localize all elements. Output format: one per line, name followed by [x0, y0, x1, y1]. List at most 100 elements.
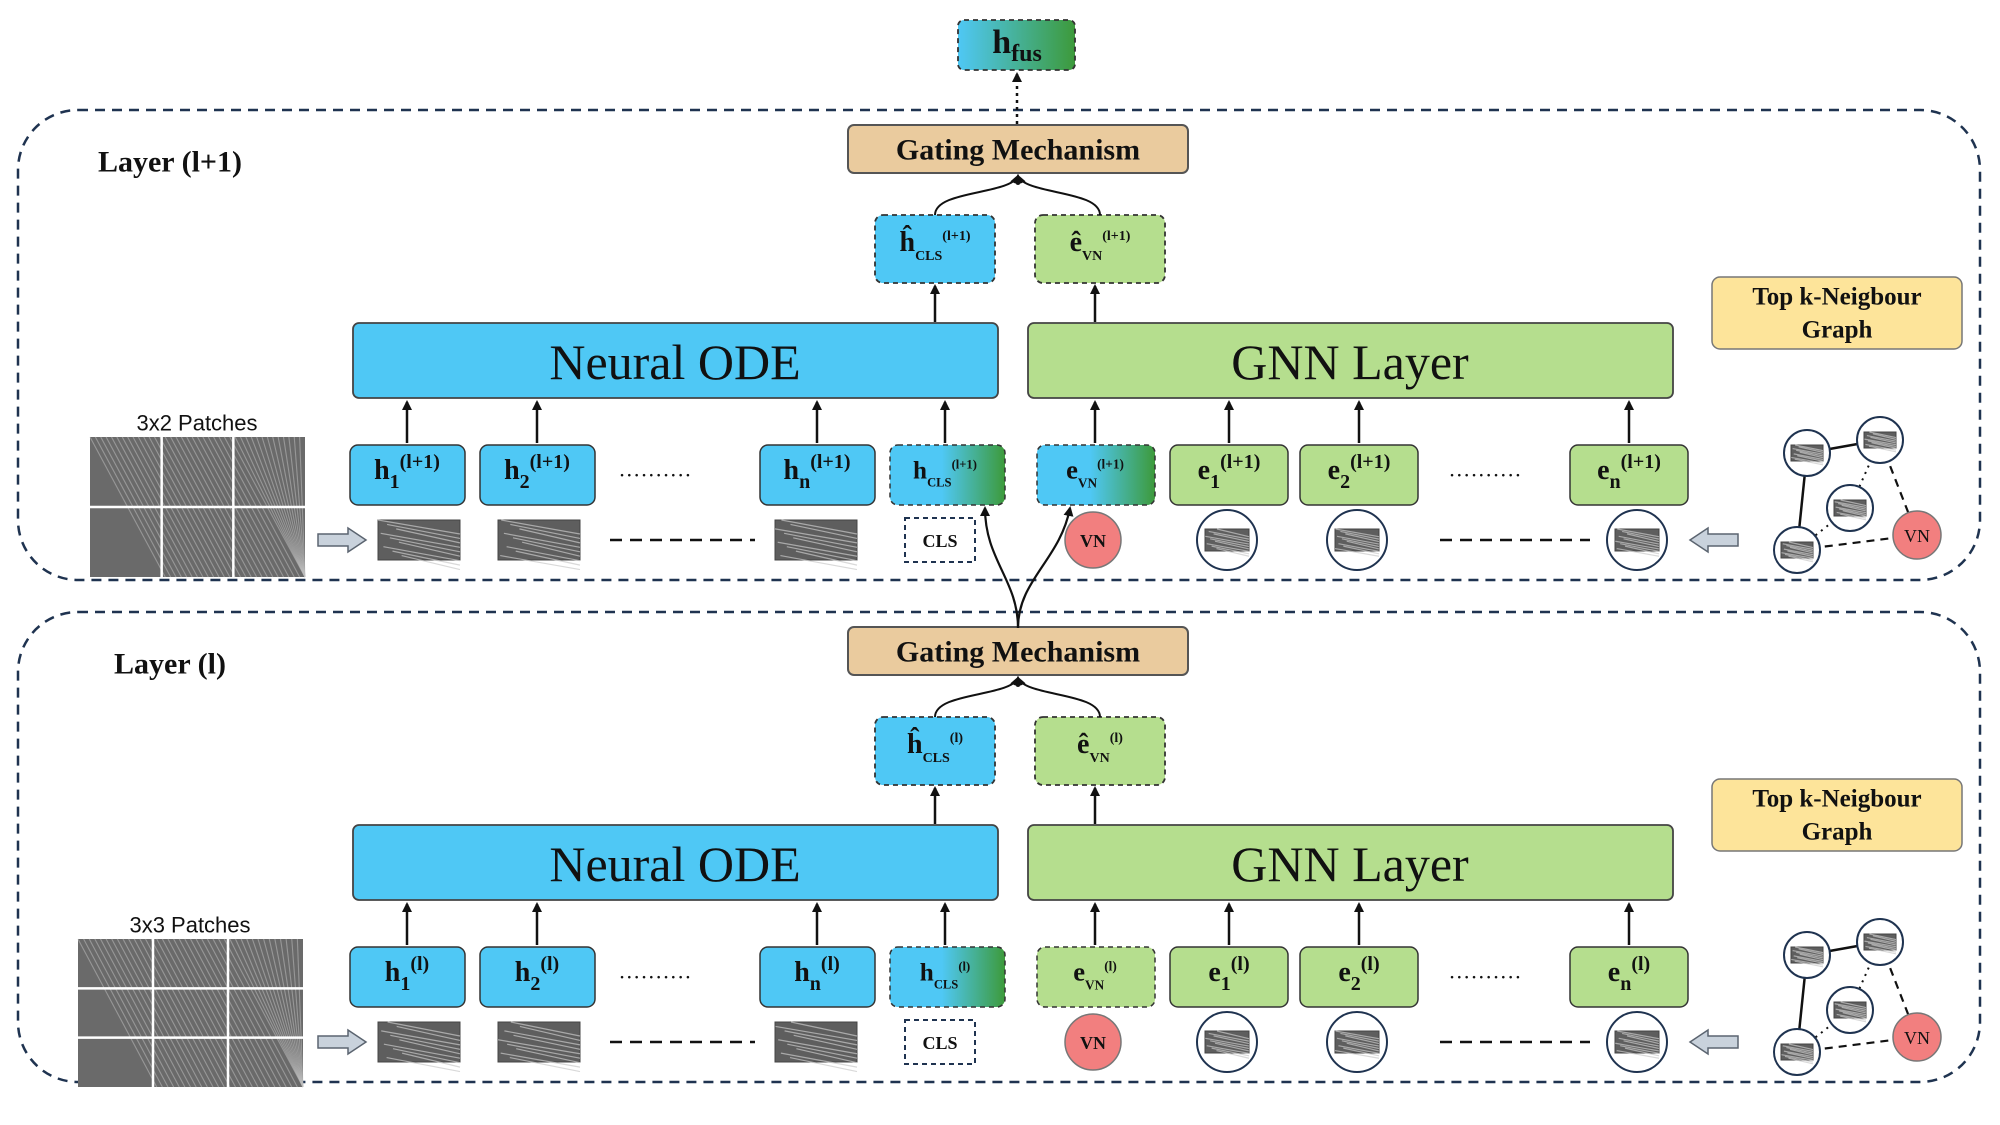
patch-texture-line — [1214, 540, 1250, 550]
patch-texture-line — [1838, 502, 1867, 510]
patch-texture-line — [145, 938, 225, 1088]
patch-texture-line — [519, 528, 581, 544]
h-token-box — [349, 946, 466, 1008]
patch-texture-line — [1336, 535, 1380, 545]
patch-texture-line — [206, 938, 287, 1088]
patch-texture-line — [389, 537, 461, 553]
patch-texture-line — [786, 546, 858, 562]
neural-ode-box — [352, 824, 999, 901]
patch-texture-line — [1796, 449, 1824, 457]
patch-texture-line — [780, 1052, 858, 1068]
graph-node-patch — [1204, 528, 1250, 557]
patch-texture-line — [1791, 456, 1824, 464]
patch-texture-line — [240, 938, 304, 1088]
h-cls-token-box — [889, 946, 1006, 1008]
h-token-box — [479, 946, 596, 1008]
patch-texture-line — [1868, 947, 1897, 955]
patch-texture-line — [1788, 541, 1814, 549]
curve-arrow — [1016, 174, 1101, 216]
patch-texture-line — [793, 537, 858, 553]
h-token-label: h2(l) — [515, 953, 559, 995]
patch-texture-line — [396, 1025, 461, 1042]
e-vn-token-label: eVN(l) — [1073, 957, 1117, 993]
patch-texture-line — [1620, 1045, 1660, 1054]
patch-texture-line — [1791, 958, 1824, 966]
patch-texture-line — [1865, 443, 1897, 451]
patch-texture-line — [156, 938, 236, 1088]
patch-texture-line — [1334, 547, 1380, 557]
patch-texture-line — [778, 1039, 858, 1055]
patch-texture-line — [88, 938, 169, 1088]
vn-node — [1064, 511, 1122, 569]
h-fus-box — [957, 19, 1076, 71]
patch-texture-line — [1216, 1030, 1250, 1040]
patch-texture-line — [392, 1048, 461, 1064]
h-token-box — [349, 444, 466, 506]
e-token-box — [1569, 946, 1689, 1008]
patch-texture-line — [133, 938, 214, 1088]
patch-texture-line — [1793, 955, 1824, 963]
e-token-box — [1569, 444, 1689, 506]
e-token-label: en(l+1) — [1597, 451, 1661, 493]
gnn-layer-box — [1027, 824, 1674, 901]
patch-texture-line — [1213, 1035, 1250, 1045]
patch-texture-line — [1622, 1032, 1660, 1042]
patch-texture-line — [105, 938, 186, 1088]
patch-texture-line — [381, 1030, 461, 1046]
cls-box — [904, 517, 976, 563]
patch-texture-line — [390, 1034, 461, 1050]
patch-texture-line — [1799, 451, 1824, 459]
layer-title: Layer (l) — [114, 648, 226, 681]
patch-texture-line — [784, 1030, 858, 1046]
patch-texture-line — [521, 541, 581, 557]
patch-texture-line — [111, 938, 191, 1088]
patch-texture-line — [1618, 535, 1660, 545]
patch-texture-line — [383, 1043, 461, 1059]
patch-texture-line — [1341, 538, 1380, 548]
patch-texture-line — [1624, 545, 1660, 555]
graph-node-patch — [1780, 1043, 1814, 1065]
patch-texture-line — [184, 938, 265, 1088]
patch-texture-line — [1786, 1046, 1814, 1054]
e-token-label: en(l) — [1608, 953, 1650, 995]
patch-texture-line — [190, 938, 270, 1088]
neural-ode-label: Neural ODE — [549, 836, 800, 892]
patch-texture-line — [1836, 511, 1867, 519]
patch-texture-line — [1214, 1042, 1250, 1052]
graph-node-patch — [1863, 431, 1897, 453]
hat-e-vn-label: êVN(l+1) — [1070, 227, 1131, 264]
hat-h-cls-box — [874, 716, 996, 786]
patch-texture-line — [1835, 506, 1867, 514]
patch-texture-line — [1216, 1049, 1250, 1059]
patch-texture-line — [274, 938, 304, 1088]
patch-texture-line — [1626, 533, 1660, 543]
graph-title-line1: Top k-Neigbour — [1752, 284, 1921, 311]
graph-node-patch — [1833, 1001, 1867, 1023]
patch-texture-line — [1782, 543, 1814, 550]
patch-texture-line — [1871, 442, 1897, 449]
patch-texture-line — [1795, 444, 1824, 452]
patch-texture-line — [512, 537, 581, 553]
patch-texture-line — [167, 938, 248, 1088]
hollow-arrow-left — [1688, 526, 1739, 554]
patch-texture-line — [1338, 543, 1380, 552]
small-patch — [774, 1021, 858, 1073]
patch-texture-line — [1799, 953, 1824, 961]
patch-texture-line — [1788, 555, 1814, 563]
vn-node-label: VN — [1080, 531, 1106, 551]
patch-texture-line — [396, 528, 461, 544]
patch-texture-line — [504, 1030, 581, 1046]
hollow-arrow-left — [1688, 1028, 1739, 1056]
h-fus-label: hfus — [992, 24, 1042, 67]
patch-texture-line — [1796, 951, 1824, 959]
vn-node — [1064, 1013, 1122, 1071]
patch-texture-line — [1864, 438, 1897, 446]
patch-texture-line — [251, 938, 304, 1088]
patch-texture-line — [1340, 1032, 1380, 1042]
patch-texture-line — [1782, 1045, 1814, 1052]
patch-texture-line — [1835, 1008, 1867, 1016]
patch-texture-line — [777, 541, 858, 557]
patch-texture-line — [515, 550, 581, 566]
patch-texture-line — [503, 532, 581, 548]
patch-texture-line — [1205, 535, 1250, 545]
